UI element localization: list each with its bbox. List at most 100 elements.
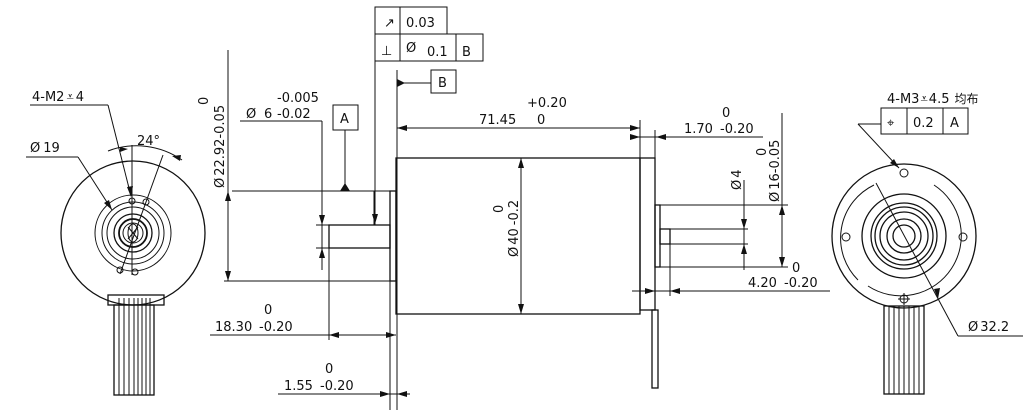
left-ring (106, 206, 160, 260)
shaft-dia-upper: -0.005 (277, 91, 319, 106)
arrow-icon (630, 125, 640, 131)
left-hole-callout: 4-M2⩡4 (32, 90, 84, 105)
rear-flange-nominal: 1.70 (684, 122, 713, 137)
rear-boss-dia-label: Ø16-0.05 (768, 140, 783, 202)
arrow-icon (890, 159, 899, 168)
shaft-dia-nominal: 6 (264, 107, 272, 122)
front-flange-lower: -0.20 (320, 379, 354, 394)
body-dia-label: Ø40-0.2 (507, 200, 522, 257)
arrow-icon (380, 391, 390, 397)
left-cable (107, 294, 165, 396)
right-pcd-arc (840, 184, 875, 281)
shaft-diameter-dim: Ø 6 -0.02 -0.005 (240, 91, 375, 270)
arrow-icon (127, 186, 133, 197)
arrow-icon (645, 288, 655, 294)
left-ring (101, 201, 165, 265)
left-ring (118, 218, 148, 248)
left-mount-hole (142, 198, 150, 206)
front-shaft (328, 224, 391, 249)
perp-datum: B (462, 45, 471, 60)
front-flange (389, 190, 397, 282)
arrow-icon (656, 134, 666, 140)
position-datum: A (950, 116, 959, 131)
left-hole-leader (107, 104, 132, 197)
right-ring (870, 202, 938, 270)
arrow-icon (329, 332, 339, 338)
left-shaft-end (127, 223, 139, 243)
arrow-icon (518, 304, 524, 314)
front-flange-dim: 1.55 -0.20 0 (278, 281, 410, 410)
angle-label: 24° (137, 134, 160, 149)
arrow-icon (319, 248, 325, 258)
rear-shaft-dia-label: Ø4 (730, 169, 745, 190)
front-shaft-length-dim: 18.30 -0.20 0 (210, 248, 396, 340)
right-mount-hole (958, 232, 968, 242)
perpendicularity-icon: ⊥ (381, 44, 392, 59)
arrow-icon (386, 332, 396, 338)
rear-shaft-length-nominal: 4.20 (748, 276, 777, 291)
arrow-icon (397, 125, 407, 131)
body-length-lower: 0 (537, 113, 545, 128)
perp-value: 0.1 (427, 45, 448, 60)
arrow-icon (670, 288, 680, 294)
left-mount-hole (131, 268, 139, 276)
body-dia-upper: 0 (492, 205, 507, 213)
runout-value: 0.03 (406, 16, 435, 31)
body-length-nominal: 71.45 (479, 113, 516, 128)
datum-a-label: A (340, 112, 349, 127)
right-cable (883, 305, 925, 395)
left-ring (94, 194, 172, 272)
arrow-icon (172, 155, 181, 161)
right-ring (886, 218, 922, 254)
rear-flange-dim: 1.70 -0.20 0 (630, 106, 763, 158)
datum-b: B (396, 69, 457, 410)
rear-boss (654, 204, 661, 268)
datum-triangle-icon (397, 79, 405, 87)
side-view: ↗ 0.03 ⊥ Ø 0.1 B B A (197, 6, 830, 410)
datum-triangle-icon (340, 183, 350, 191)
arrow-icon (518, 158, 524, 168)
perp-dia-symbol: Ø (406, 41, 416, 56)
arrow-icon (104, 200, 112, 210)
right-ring (879, 211, 929, 261)
arrow-icon (319, 215, 325, 225)
arrow-icon (225, 271, 231, 281)
arrow-icon (779, 257, 785, 267)
rear-shaft-length-lower: -0.20 (784, 276, 818, 291)
rear-cap (639, 157, 656, 311)
shaft-dia-prefix: Ø (246, 107, 256, 122)
front-shaft-length-nominal: 18.30 (215, 320, 252, 335)
front-flange-nominal: 1.55 (284, 379, 313, 394)
rear-boss-dia-upper: 0 (755, 148, 770, 156)
rear-shaft (659, 228, 671, 245)
position-datum-frame (942, 107, 969, 135)
right-pcd-arc (867, 184, 962, 297)
boss-diameter-dim: Ø22.92-0.05 0 (197, 50, 390, 282)
rear-shaft-dim: Ø4 (670, 169, 748, 270)
rear-shaft-length-dim: 4.20 -0.20 0 (632, 244, 830, 296)
rear-flange-upper: 0 (722, 106, 730, 121)
left-ring (113, 213, 153, 253)
arrow-icon (120, 147, 128, 152)
rear-terminal (651, 309, 659, 389)
gdt-frame-stack: ↗ 0.03 ⊥ Ø 0.1 B (372, 6, 484, 225)
body-length-dim: 71.45 0 +0.20 (397, 96, 641, 158)
datum-b-label: B (438, 76, 447, 91)
position-icon: ⌖ (887, 116, 895, 131)
left-ring (122, 222, 144, 244)
right-mount-hole (899, 168, 909, 178)
arrow-icon (372, 214, 378, 224)
pcd-leader (875, 182, 959, 337)
rear-boss-dim: Ø16-0.05 0 (660, 113, 788, 268)
arrow-icon (934, 288, 940, 299)
rear-flange-lower: -0.20 (720, 122, 754, 137)
arrow-icon (779, 205, 785, 215)
front-shaft-length-lower: -0.20 (259, 320, 293, 335)
perpendicularity-frame (374, 33, 484, 62)
